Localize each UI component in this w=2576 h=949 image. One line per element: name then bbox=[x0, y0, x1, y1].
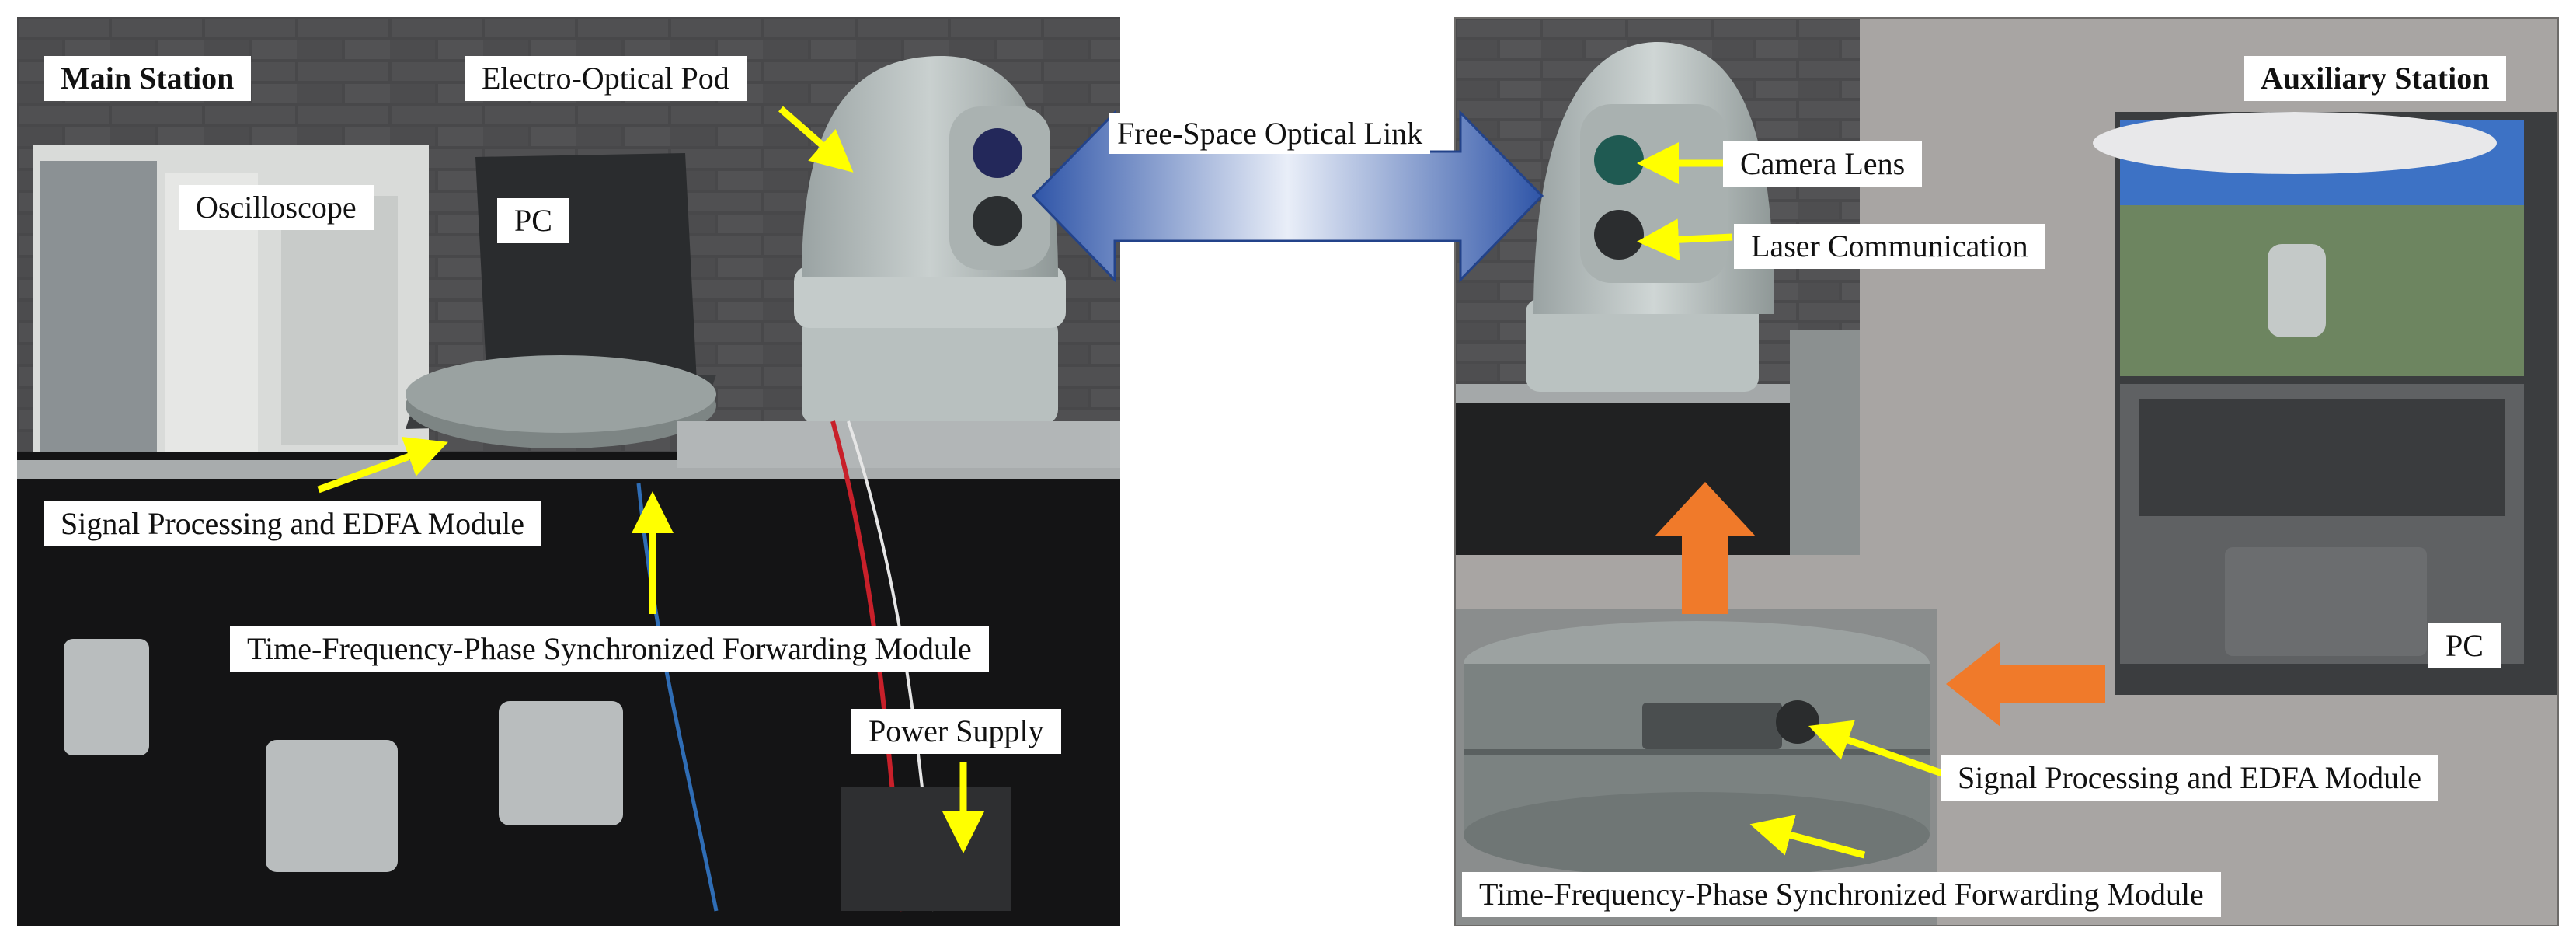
pc-right-label: PC bbox=[2428, 623, 2501, 668]
electro-optical-pod-label: Electro-Optical Pod bbox=[465, 56, 747, 101]
flow-arrow-left bbox=[1946, 641, 2105, 727]
signal-module-left-arrow bbox=[317, 437, 448, 494]
signal-processing-left-label: Signal Processing and EDFA Module bbox=[44, 501, 542, 546]
pod-callout-arrow bbox=[778, 106, 854, 173]
time-frequency-left-label: Time-Frequency-Phase Synchronized Forwar… bbox=[230, 626, 989, 672]
main-station-label: Main Station bbox=[44, 56, 252, 101]
camera-lens-label: Camera Lens bbox=[1723, 141, 1923, 187]
laser-communication-arrow bbox=[1637, 218, 1733, 261]
auxiliary-station-label: Auxiliary Station bbox=[2244, 56, 2507, 101]
power-supply-label: Power Supply bbox=[851, 709, 1061, 754]
pc-left-label: PC bbox=[497, 198, 569, 243]
free-space-optical-link-label: Free-Space Optical Link bbox=[1109, 113, 1431, 154]
signal-processing-right-label: Signal Processing and EDFA Module bbox=[1941, 755, 2439, 801]
oscilloscope-label: Oscilloscope bbox=[179, 185, 374, 230]
laser-communication-label: Laser Communication bbox=[1734, 224, 2045, 269]
time-frequency-right-label: Time-Frequency-Phase Synchronized Forwar… bbox=[1462, 872, 2221, 917]
forwarding-module-right-arrow bbox=[1749, 815, 1866, 859]
signal-module-right-arrow bbox=[1808, 720, 1944, 777]
flow-arrow-up bbox=[1655, 482, 1756, 614]
